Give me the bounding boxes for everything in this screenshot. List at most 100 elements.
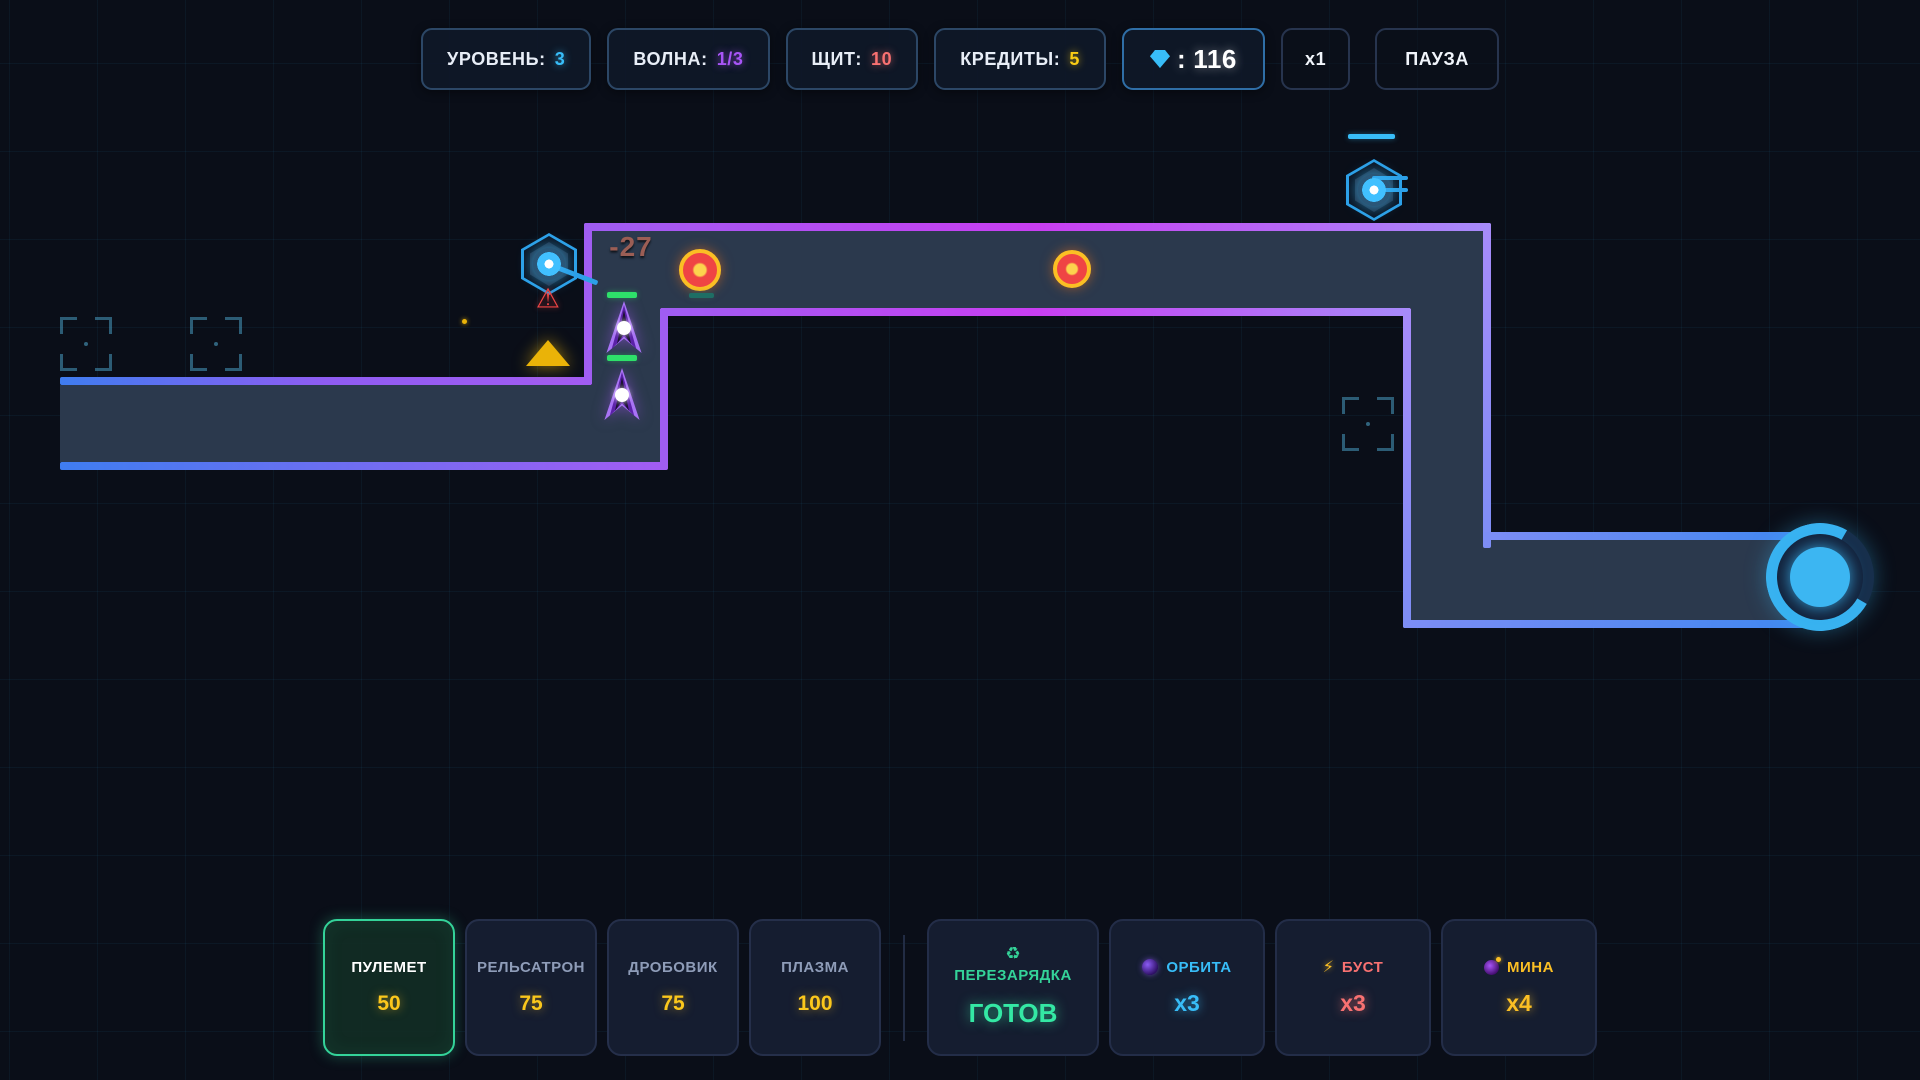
ability-recharge-header: ♻ ПЕРЕЗАРЯДКА	[954, 944, 1072, 985]
build-spot-dot	[1366, 422, 1370, 426]
portal-core	[1790, 547, 1850, 607]
stat-credits: КРЕДИТЫ: 5	[934, 28, 1106, 90]
path-border	[1483, 223, 1491, 548]
pause-button[interactable]: ПАУЗА	[1375, 28, 1499, 90]
ability-recharge-button[interactable]: ♻ ПЕРЕЗАРЯДКА ГОТОВ	[927, 919, 1099, 1056]
path-border	[60, 462, 667, 470]
tower-button-label: ПУЛЕМЕТ	[351, 959, 427, 976]
tower-top-right[interactable]	[1346, 159, 1408, 221]
ability-count: x4	[1506, 989, 1532, 1016]
health-bar	[607, 355, 637, 361]
bracket-corner	[190, 354, 207, 371]
stat-wave-label: ВОЛНА:	[633, 48, 708, 69]
spark-dot	[462, 319, 467, 324]
bracket-corner	[1377, 397, 1394, 414]
path-border	[60, 377, 592, 385]
tower-core	[1358, 174, 1390, 206]
warning-icon: ⚠	[535, 283, 561, 315]
mine-icon	[1484, 956, 1502, 975]
stat-shield-value: 10	[870, 48, 893, 69]
stat-credits-label: КРЕДИТЫ:	[960, 48, 1061, 69]
top-status-bar: УРОВЕНЬ: 3 ВОЛНА: 1/3 ЩИТ: 10 КРЕДИТЫ: 5…	[0, 28, 1920, 90]
health-bar	[689, 293, 714, 298]
bracket-corner	[95, 317, 112, 334]
tower-button-machine-gun[interactable]: ПУЛЕМЕТ 50	[323, 919, 455, 1056]
tower-barrel	[1372, 188, 1408, 192]
health-bar	[1348, 134, 1395, 139]
ability-count: x3	[1174, 989, 1200, 1016]
enemy-arrow-dot	[615, 388, 629, 403]
tower-button-shotgun[interactable]: ДРОБОВИК 75	[607, 919, 739, 1056]
ability-status: ГОТОВ	[968, 998, 1058, 1028]
tower-button-label: ДРОБОВИК	[628, 959, 718, 976]
speed-toggle-button[interactable]: x1	[1281, 28, 1351, 90]
build-spot-dot	[214, 342, 218, 346]
path-border	[584, 223, 592, 385]
path-border	[1403, 620, 1815, 628]
tower-barrel	[1372, 176, 1408, 180]
bracket-corner	[60, 317, 77, 334]
build-spot[interactable]	[1342, 397, 1394, 451]
stat-level-label: УРОВЕНЬ:	[447, 48, 546, 69]
stat-credits-value: 5	[1069, 48, 1080, 69]
path-fill	[1411, 308, 1483, 620]
mine-triangle-icon	[526, 340, 570, 366]
path-border	[1483, 532, 1810, 540]
ability-mine-header: МИНА	[1484, 956, 1554, 976]
bracket-corner	[1342, 397, 1359, 414]
toolbar-divider	[903, 934, 905, 1041]
ability-count: x3	[1340, 989, 1366, 1016]
ability-label: ОРБИТА	[1166, 958, 1232, 976]
ability-label: ПЕРЕЗАРЯДКА	[954, 967, 1072, 984]
tower-left[interactable]	[521, 233, 599, 295]
bracket-corner	[225, 354, 242, 371]
stat-level: УРОВЕНЬ: 3	[421, 28, 592, 90]
ability-label: БУСТ	[1341, 958, 1384, 976]
tower-button-price: 50	[377, 992, 401, 1015]
path-border	[660, 308, 668, 470]
bracket-corner	[95, 354, 112, 371]
bracket-corner	[60, 354, 77, 371]
bottom-toolbar: ПУЛЕМЕТ 50 РЕЛЬСАТРОН 75 ДРОБОВИК 75 ПЛА…	[0, 919, 1920, 1056]
ability-boost-header: ⚡ БУСТ	[1323, 959, 1384, 976]
stat-gems-separator: :	[1176, 43, 1187, 74]
build-spot[interactable]	[60, 317, 112, 371]
stat-gems-value: 116	[1193, 43, 1237, 74]
path-border	[660, 308, 1411, 316]
path-fill	[60, 385, 667, 462]
ability-mine-button[interactable]: МИНА x4	[1441, 919, 1597, 1056]
tower-button-railgun[interactable]: РЕЛЬСАТРОН 75	[465, 919, 597, 1056]
bracket-corner	[1377, 434, 1394, 451]
stat-shield-label: ЩИТ:	[811, 48, 862, 69]
enemy-arrow	[604, 301, 644, 353]
enemy-arrow	[602, 368, 642, 420]
enemy-arrow-dot	[617, 321, 631, 336]
path-border	[1403, 308, 1411, 628]
path-fill	[592, 231, 1483, 308]
ability-orbit-header: ОРБИТА	[1142, 959, 1231, 976]
stat-wave: ВОЛНА: 1/3	[607, 28, 770, 90]
health-bar	[607, 292, 637, 298]
recycle-icon: ♻	[1005, 944, 1021, 964]
tower-button-plasma[interactable]: ПЛАЗМА 100	[749, 919, 881, 1056]
tower-button-price: 75	[661, 992, 685, 1015]
diamond-icon	[1149, 50, 1170, 68]
ability-boost-button[interactable]: ⚡ БУСТ x3	[1275, 919, 1431, 1056]
tower-button-label: ПЛАЗМА	[781, 959, 849, 976]
stat-level-value: 3	[554, 48, 566, 69]
ability-orbit-button[interactable]: ОРБИТА x3	[1109, 919, 1265, 1056]
tower-core	[533, 248, 565, 280]
path-border	[584, 223, 1491, 231]
enemy-orb	[1053, 250, 1091, 288]
build-spot-dot	[84, 342, 88, 346]
build-spot[interactable]	[190, 317, 242, 371]
tower-button-price: 100	[797, 992, 833, 1015]
bracket-corner	[1342, 434, 1359, 451]
bracket-corner	[225, 317, 242, 334]
stat-shield: ЩИТ: 10	[785, 28, 919, 90]
bracket-corner	[190, 317, 207, 334]
enemy-orb	[679, 249, 721, 291]
damage-text: -27	[609, 231, 653, 262]
tower-button-label: РЕЛЬСАТРОН	[477, 959, 585, 976]
